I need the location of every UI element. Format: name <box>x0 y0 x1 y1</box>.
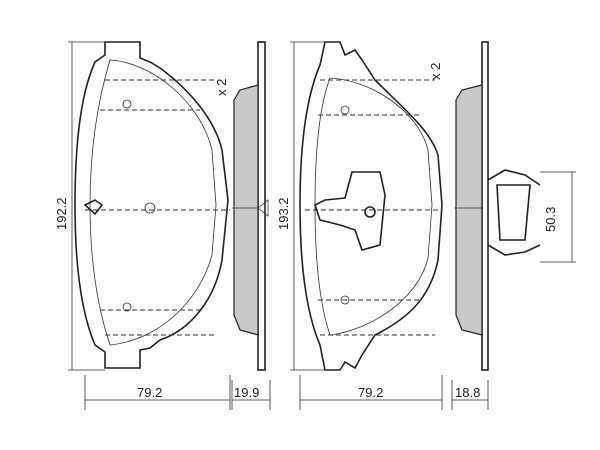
right-pad-width-label: 79.2 <box>358 385 383 400</box>
left-pad-side-view <box>232 41 269 371</box>
right-pad-quantity-label: x 2 <box>428 63 443 80</box>
clip-height-label: 50.3 <box>543 207 558 232</box>
left-pad-thickness-label: 19.9 <box>234 385 259 400</box>
right-pad-side-view <box>454 41 541 371</box>
left-pad-dimensions: 192.2 79.2 19.9 x 2 <box>54 41 271 410</box>
left-pad-height-label: 192.2 <box>54 197 69 230</box>
left-pad-front-view <box>74 41 230 369</box>
left-pad-width-label: 79.2 <box>137 385 162 400</box>
right-pad-height-label: 193.2 <box>276 197 291 230</box>
right-pad-dimensions: 193.2 79.2 18.8 x 2 50.3 <box>276 41 576 410</box>
left-pad-quantity-label: x 2 <box>214 79 229 96</box>
right-pad-thickness-label: 18.8 <box>455 385 480 400</box>
right-pad-front-view <box>299 41 443 371</box>
